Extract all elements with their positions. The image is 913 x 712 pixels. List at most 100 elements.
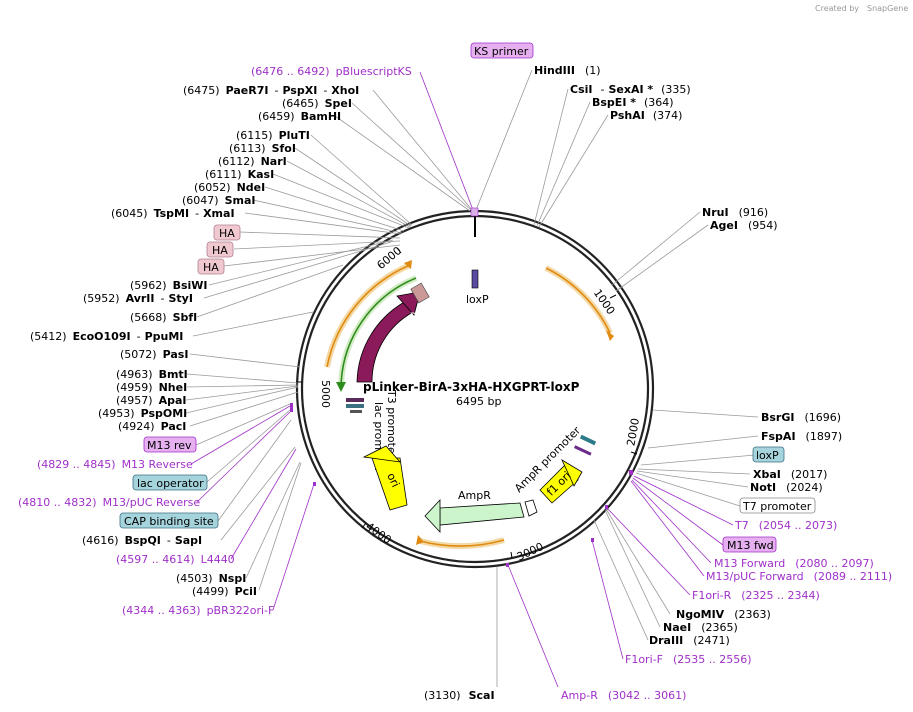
site-ngomiv[interactable]: NgoMIV(2363): [676, 608, 771, 621]
site-hindiii[interactable]: HindIII(1): [534, 64, 601, 77]
ha-box-2[interactable]: [206, 241, 234, 258]
primer-m13-reverse[interactable]: (4829 .. 4845)M13 Reverse: [37, 458, 193, 471]
primer-m13-forward[interactable]: M13 Forward(2080 .. 2097): [714, 557, 874, 570]
t7-promoter-box[interactable]: [739, 497, 816, 514]
m13fwd-box[interactable]: [722, 536, 777, 553]
loxp-box[interactable]: [752, 446, 785, 463]
primer-f1ori-f[interactable]: F1ori-F(2535 .. 2556): [625, 653, 752, 666]
leader-ha1: [239, 231, 401, 239]
watermark-created-by: Created by: [815, 4, 859, 13]
tick-mark-4000: [361, 522, 367, 529]
leader-m13rev: [195, 403, 291, 446]
leader-naei: [604, 509, 661, 628]
site-apai[interactable]: (4957)ApaI: [116, 394, 186, 407]
site-pluti[interactable]: (6115)PluTI: [236, 129, 310, 142]
orange-arc-bottom: [419, 539, 505, 547]
bira-feature[interactable]: [356, 299, 414, 383]
primer-l4440[interactable]: (4597 .. 4614)L4440: [116, 553, 235, 566]
leader-pluti: [310, 134, 413, 226]
ha-label-3: HA: [203, 261, 219, 274]
leader-ha2: [233, 240, 401, 250]
primer-f1ori-r[interactable]: F1ori-R(2325 .. 2344): [692, 589, 820, 602]
ha-label-1: HA: [219, 227, 235, 240]
lac-operator-label: lac operator: [137, 477, 204, 490]
site-avrii[interactable]: (5952)AvrII-StyI: [83, 292, 193, 305]
site-bamhi[interactable]: (6459)BamHI: [258, 110, 341, 123]
site-sfoi[interactable]: (6113)SfoI: [229, 142, 296, 155]
leader-csii: [533, 88, 569, 226]
leader-xmai: [244, 212, 402, 235]
site-nhei[interactable]: (4959)NheI: [116, 381, 187, 394]
tick-5000: 5000: [319, 380, 332, 408]
site-tspmi[interactable]: (6045)TspMI-XmaI: [111, 207, 235, 220]
site-nrui[interactable]: NruI(916): [702, 206, 768, 219]
site-pasi[interactable]: (5072)PasI: [120, 348, 188, 361]
primer-m13puc-forward[interactable]: M13/pUC Forward(2089 .. 2111): [706, 570, 892, 583]
primer-t7[interactable]: T7(2054 .. 2073): [734, 519, 837, 532]
site-bmti[interactable]: (4963)BmtI: [116, 368, 188, 381]
leader-m13puc-reverse: [196, 411, 291, 503]
primer-m13puc-reverse[interactable]: (4810 .. 4832)M13/pUC Reverse: [18, 496, 200, 509]
lac-operator-mark: [346, 398, 364, 402]
site-ndei[interactable]: (6052)NdeI: [194, 181, 265, 194]
tick-4000: 4000: [363, 520, 393, 547]
site-nspi[interactable]: (4503)NspI: [176, 572, 246, 585]
site-noti[interactable]: NotI(2024): [750, 481, 823, 494]
m13forward-mark: [629, 470, 633, 475]
site-naei[interactable]: NaeI(2365): [663, 621, 738, 634]
site-nari[interactable]: (6112)NarI: [218, 155, 287, 168]
site-fspai[interactable]: FspAI(1897): [761, 430, 842, 443]
leader-pcii: [258, 462, 302, 591]
primer-pbr322ori[interactable]: (4344 .. 4363)pBR322ori-F: [122, 604, 274, 617]
orange-arc-bottom-head: [416, 535, 424, 545]
leader-styi: [203, 241, 392, 299]
leader-pshai: [538, 114, 609, 228]
primer-amp-r[interactable]: Amp-R(3042 .. 3061): [561, 689, 686, 702]
tick-mark-1000: [609, 294, 617, 299]
leader-nhei: [186, 384, 299, 388]
site-bsrgi[interactable]: BsrGI(1696): [761, 411, 841, 424]
ks-primer-box[interactable]: [470, 42, 534, 59]
site-bspqi[interactable]: (4616)BspQI-SapI: [82, 534, 202, 547]
site-paci[interactable]: (4924)PacI: [118, 420, 186, 433]
m13rev-label: M13 rev: [147, 439, 192, 452]
site-sbfi[interactable]: (5668)SbfI: [130, 311, 197, 324]
leader-sbfi: [196, 264, 344, 318]
site-paer7i[interactable]: (6475)PaeR7I-PspXI-XhoI: [183, 84, 359, 97]
ha-box-1[interactable]: [213, 224, 241, 241]
site-smai[interactable]: (6047)SmaI: [182, 194, 255, 207]
site-bsiwi[interactable]: (5962)BsiWI: [130, 279, 208, 292]
ks-primer-label: KS primer: [474, 45, 529, 58]
orange-arc-right-head: [606, 330, 614, 341]
site-csii[interactable]: CsiI-SexAI *(335): [570, 83, 691, 96]
tick-mark-2000: [630, 451, 638, 455]
site-kasi[interactable]: (6111)KasI: [205, 168, 274, 181]
site-xbai[interactable]: XbaI(2017): [753, 468, 827, 481]
cap-box[interactable]: [119, 512, 219, 529]
t3-promoter-label: T3 promoter: [385, 389, 398, 459]
site-agei[interactable]: AgeI(954): [710, 219, 778, 232]
leader-bspei: [536, 101, 591, 227]
ha-box-3[interactable]: [197, 258, 225, 275]
lac-operator-box[interactable]: [132, 474, 208, 491]
site-draiii[interactable]: DraIII(2471): [649, 634, 730, 647]
orange-arc-right: [545, 267, 611, 334]
leader-t7: [633, 475, 734, 526]
site-pcii[interactable]: (4499)PciI: [192, 585, 257, 598]
site-bspei[interactable]: BspEI *(364): [592, 96, 674, 109]
ampr-head: [424, 498, 441, 534]
site-pbluescript[interactable]: (6476 .. 6492)pBluescriptKS: [251, 65, 412, 78]
loxp-mark-2: [579, 434, 597, 446]
watermark-brand: SnapGene: [867, 4, 908, 13]
site-pspomi[interactable]: (4953)PspOMI: [98, 407, 187, 420]
site-pshai[interactable]: PshAI(374): [610, 109, 682, 122]
m13rev-box[interactable]: [143, 436, 197, 453]
leader-loxp-box: [640, 454, 756, 466]
ampr-feature[interactable]: [439, 502, 525, 526]
site-scai[interactable]: (3130)ScaI: [424, 689, 495, 702]
site-spei[interactable]: (6465)SpeI: [282, 97, 352, 110]
site-ecoo109i[interactable]: (5412)EcoO109I-PpuMI: [30, 330, 183, 343]
leader-sapi: [220, 446, 296, 541]
leader-f1ori-f: [591, 539, 624, 660]
leader-paci: [189, 391, 299, 427]
